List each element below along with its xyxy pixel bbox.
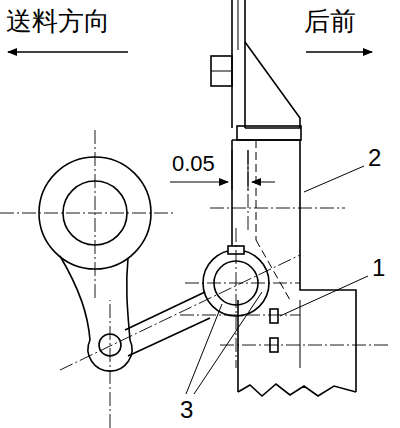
callout-number: 3 xyxy=(178,398,195,422)
dimension-value: 0.05 xyxy=(170,153,217,175)
callout-number: 1 xyxy=(370,256,387,280)
callout-number: 2 xyxy=(366,146,383,170)
direction-label: 后前 xyxy=(304,8,356,34)
direction-label: 送料方向 xyxy=(6,8,110,34)
